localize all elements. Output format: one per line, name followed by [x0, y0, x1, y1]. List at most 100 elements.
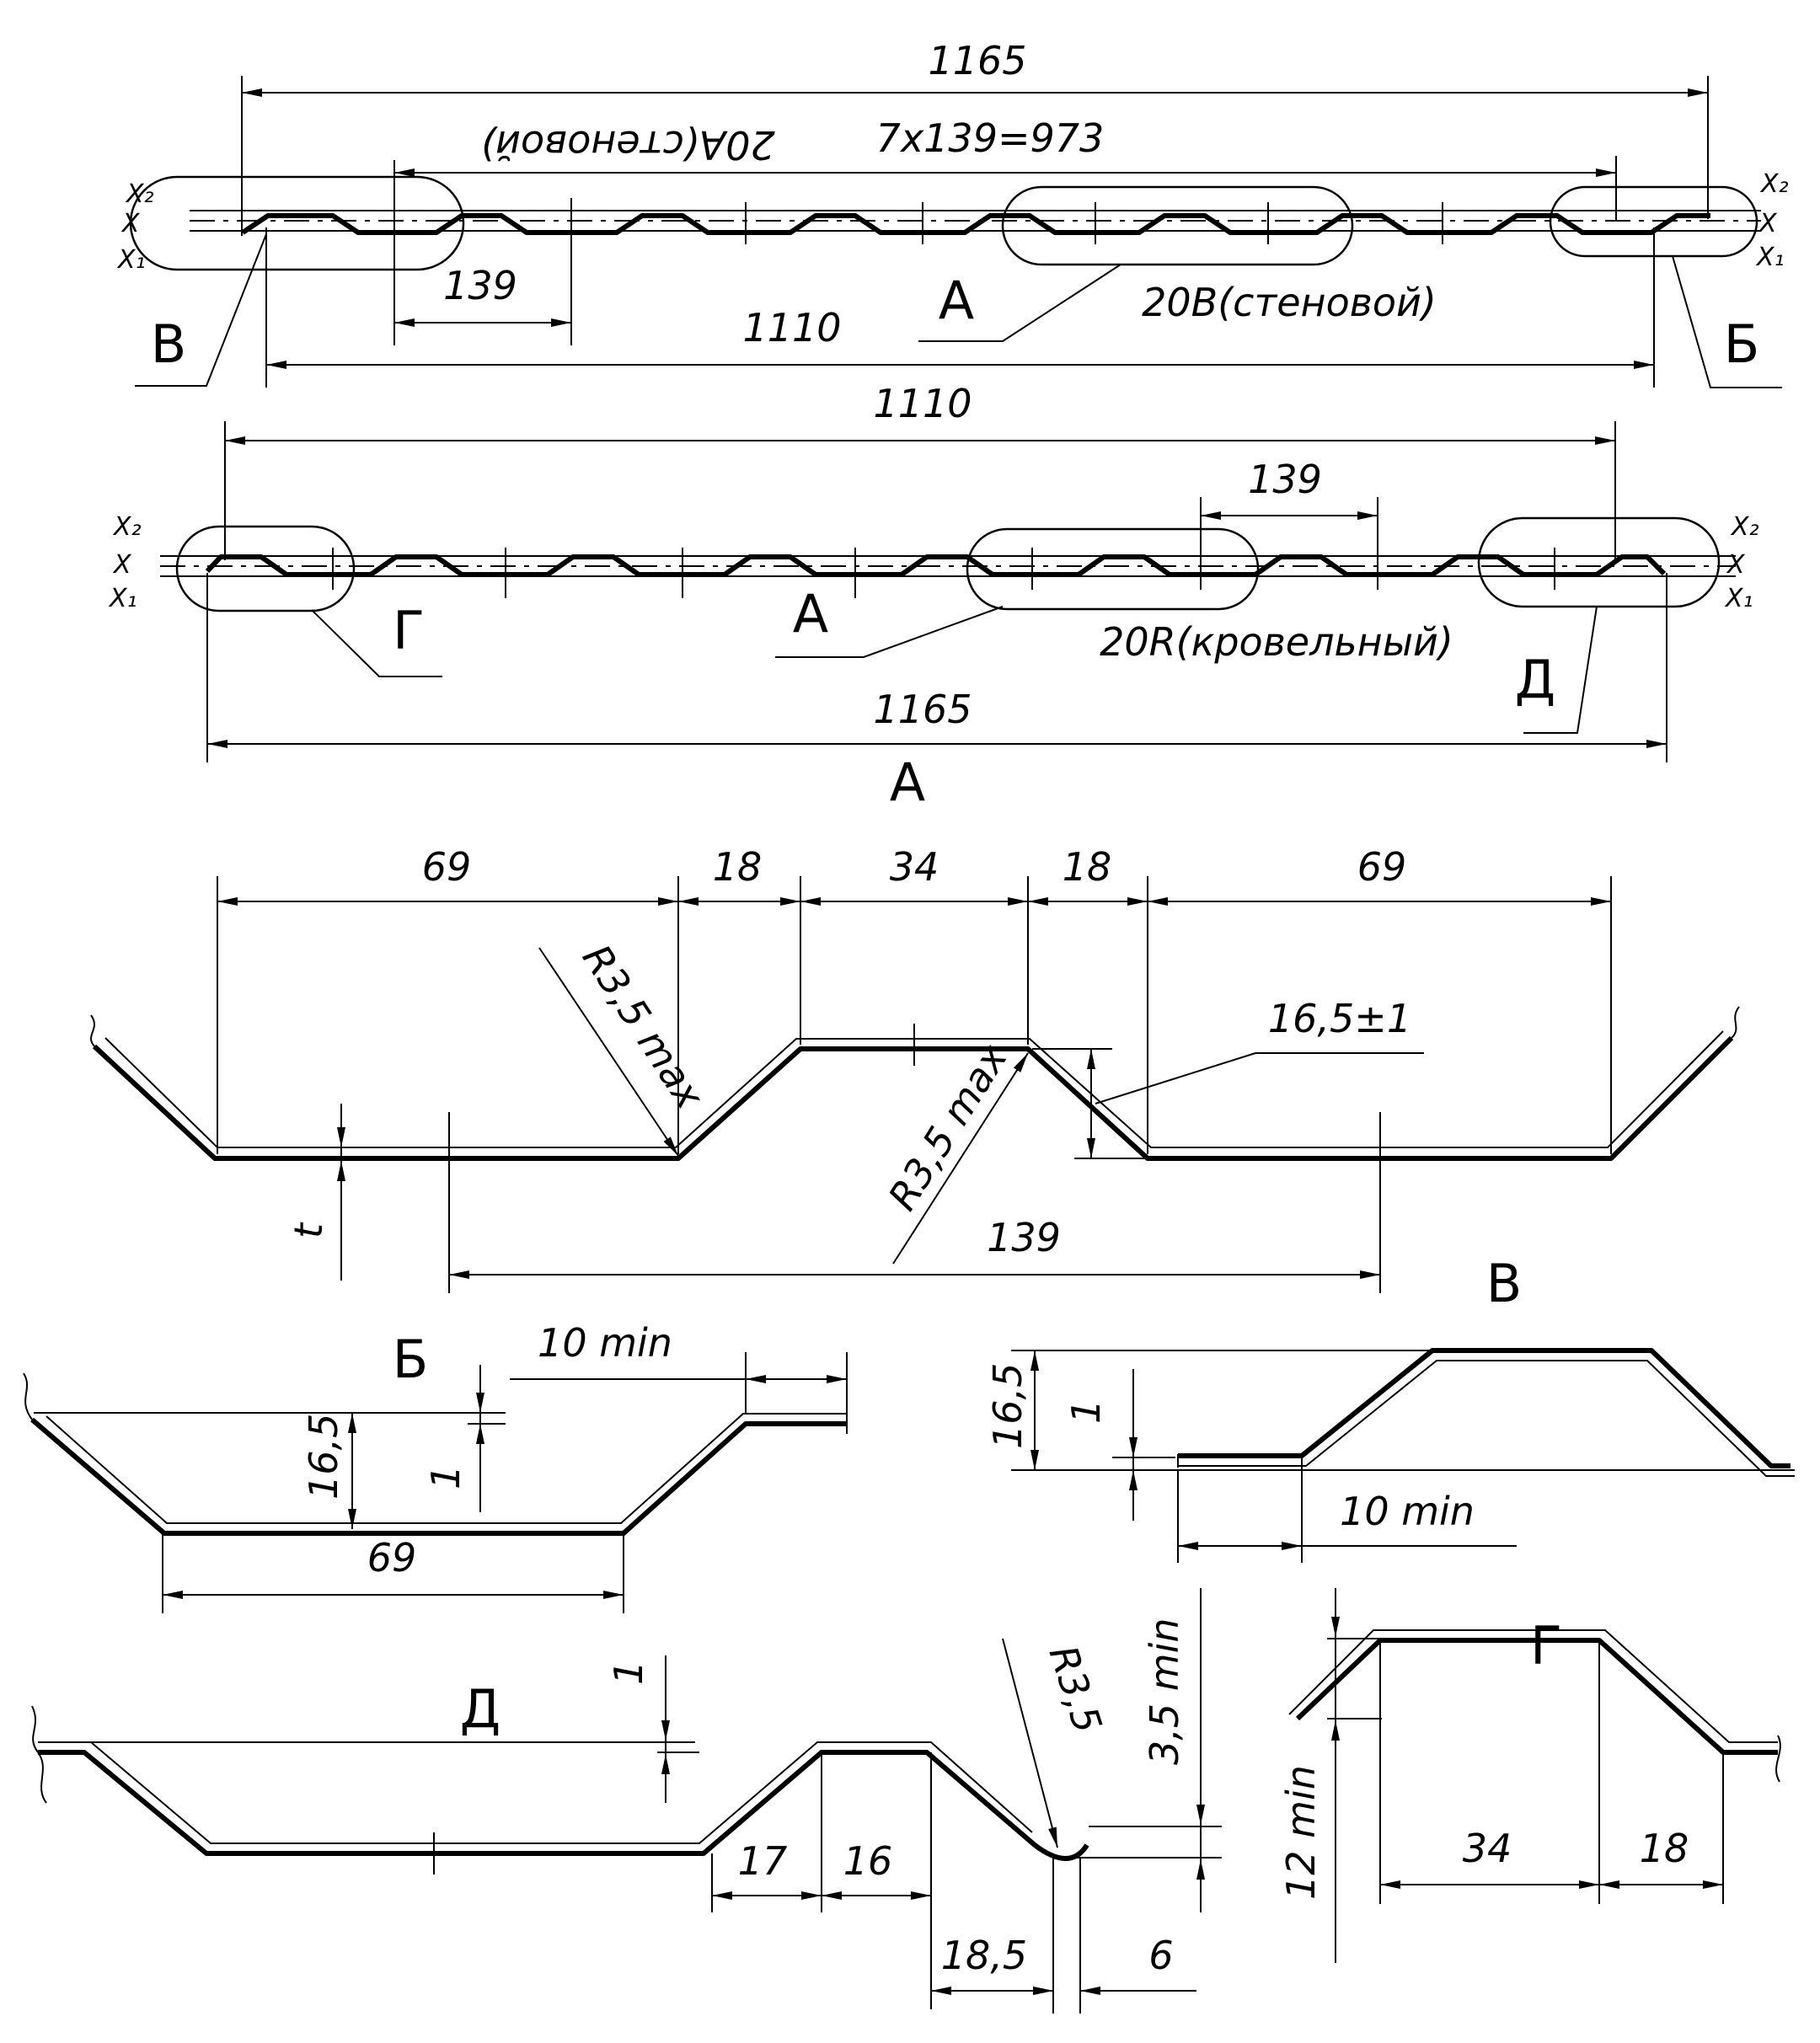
wall-variant-b-label: 20B(стеновой)	[1142, 280, 1437, 325]
detail-d-step-group: 1	[606, 1661, 651, 1685]
detail-v-step: 1	[1063, 1399, 1109, 1424]
wall-leader-a	[918, 264, 1121, 342]
roof-callout-a	[966, 527, 1260, 611]
detail-v-sheet	[1178, 1348, 1791, 1468]
detail-g-d18: 18	[1640, 1826, 1689, 1871]
roof-axis-x1-right: X₁	[1724, 584, 1753, 613]
wall-axis-x-left: X	[120, 209, 141, 238]
detail-a-d18-left: 18	[713, 844, 763, 890]
detail-a-thickness-group: t	[286, 1222, 331, 1238]
detail-g-title: Г	[1530, 1615, 1562, 1677]
detail-a-break-right	[1731, 1006, 1740, 1039]
wall-variant-a-label: 20A(стеновой)	[480, 122, 775, 168]
detail-d: Д 1 17 16 R3,5	[31, 1588, 1222, 2014]
detail-a-radius-top: R3,5 max	[574, 937, 714, 1118]
roof-label-g: Г	[393, 600, 425, 661]
wall-profile: 1165 20A(стеновой) 7x139=973 139 1110	[116, 38, 1789, 388]
wall-pitch-total-dim: 7x139=973	[876, 115, 1105, 161]
detail-v-height: 16,5	[985, 1363, 1030, 1449]
wall-callout-b	[1549, 185, 1758, 258]
detail-d-d18-5: 18,5	[941, 1933, 1027, 1978]
roof-overall-dim: 1165	[873, 687, 972, 732]
detail-b-overlap: 10 min	[538, 1320, 672, 1366]
detail-a-break-left	[90, 1014, 95, 1047]
roof-leader-g	[311, 609, 442, 677]
detail-d-radius: R3,5	[1041, 1640, 1111, 1739]
wall-axis-x-right: X	[1758, 209, 1778, 238]
detail-v-step-group: 1	[1063, 1399, 1109, 1424]
detail-d-d17: 17	[738, 1838, 788, 1884]
roof-leader-a	[775, 606, 1004, 658]
detail-d-radius-group: R3,5	[1041, 1640, 1111, 1739]
roof-useful-dim: 1110	[873, 381, 972, 426]
wall-label-b: Б	[1724, 313, 1760, 375]
wall-sheet-profile	[241, 213, 1710, 235]
detail-b-step-group: 1	[423, 1465, 468, 1489]
detail-g: Г 12 min 34 18	[1278, 1588, 1781, 1963]
detail-d-title: Д	[460, 1678, 500, 1740]
wall-useful-dim: 1110	[742, 305, 841, 350]
roof-label-a: А	[793, 583, 828, 644]
detail-v-sheet-inner	[1178, 1360, 1795, 1477]
roof-axis-x2-left: X₂	[112, 512, 142, 542]
detail-a-radius-top-group: R3,5 max	[574, 937, 714, 1118]
roof-callout-d	[1477, 516, 1721, 608]
detail-d-step: 1	[606, 1661, 651, 1685]
roof-leader-d	[1523, 606, 1598, 734]
section-a-title: А	[890, 751, 925, 813]
detail-a-d34: 34	[890, 844, 939, 890]
roof-variant-r-label: 20R(кровельный)	[1100, 619, 1453, 665]
wall-label-a: А	[939, 270, 974, 331]
detail-g-sheet-inner	[1288, 1629, 1778, 1743]
detail-a-d18-right: 18	[1063, 844, 1112, 890]
roof-axis-x-left: X	[112, 550, 132, 580]
wall-overall-dim: 1165	[928, 38, 1026, 83]
detail-d-hook: 3,5 min	[1142, 1618, 1187, 1765]
detail-v-title: В	[1486, 1253, 1523, 1314]
detail-a-pitch: 139	[987, 1215, 1061, 1260]
detail-a-radius-bottom-group: R3,5 max	[880, 1036, 1017, 1218]
wall-leader-v	[135, 233, 267, 387]
detail-b: Б 10 min 16,5 1 69	[23, 1320, 848, 1613]
detail-a-sheet-inner	[104, 1030, 1724, 1148]
detail-g-d12: 12 min	[1278, 1765, 1324, 1900]
detail-a-height-leader	[1095, 1052, 1424, 1104]
roof-sheet-profile	[205, 554, 1667, 577]
detail-b-step: 1	[423, 1465, 468, 1489]
detail-d-radius-leader	[1002, 1638, 1058, 1848]
roof-axis-x-right: X	[1726, 550, 1746, 580]
wall-variant-a-label-group: 20A(стеновой)	[480, 122, 775, 168]
detail-d-d6: 6	[1148, 1933, 1173, 1978]
roof-axis-x2-right: X₂	[1730, 512, 1759, 542]
detail-a: 69 18 34 18 69 R3,5 max R3,5 max 16,5±1 …	[90, 844, 1740, 1293]
wall-label-v: В	[151, 313, 187, 375]
detail-g-break	[1775, 1735, 1781, 1783]
wall-axis-x2-left: X₂	[125, 179, 154, 209]
wall-axis-x1-right: X₁	[1755, 243, 1785, 272]
detail-a-radius-bottom-leader	[892, 1052, 1029, 1265]
detail-v: В 16,5 1 10 min	[985, 1253, 1795, 1563]
roof-label-d: Д	[1515, 649, 1555, 710]
detail-a-radius-bottom: R3,5 max	[880, 1036, 1017, 1218]
detail-d-break-left	[31, 1705, 39, 1753]
detail-b-bottom: 69	[367, 1535, 417, 1580]
roof-pitch-dim: 139	[1248, 457, 1322, 502]
detail-d-sheet	[38, 1750, 1089, 1861]
detail-b-title: Б	[393, 1329, 429, 1390]
wall-callout-v	[129, 175, 465, 271]
detail-d-d16: 16	[843, 1838, 893, 1884]
detail-v-height-group: 16,5	[985, 1363, 1030, 1449]
detail-g-d12-group: 12 min	[1278, 1765, 1324, 1900]
detail-d-break-left-low	[37, 1752, 47, 1804]
wall-pitch-dim: 139	[443, 263, 517, 308]
roof-callout-g	[175, 525, 356, 612]
detail-d-hook-group: 3,5 min	[1142, 1618, 1187, 1765]
roof-profile: 1110 139 Г А Д 20R(кровельный) 1165 X₂ X	[108, 381, 1759, 813]
detail-a-thickness: t	[286, 1222, 331, 1238]
detail-b-break	[23, 1372, 33, 1420]
detail-a-d69-right: 69	[1357, 844, 1407, 890]
detail-v-overlap: 10 min	[1340, 1489, 1475, 1534]
wall-axis-x1-left: X₁	[116, 245, 146, 275]
detail-b-sheet-inner	[46, 1413, 847, 1524]
